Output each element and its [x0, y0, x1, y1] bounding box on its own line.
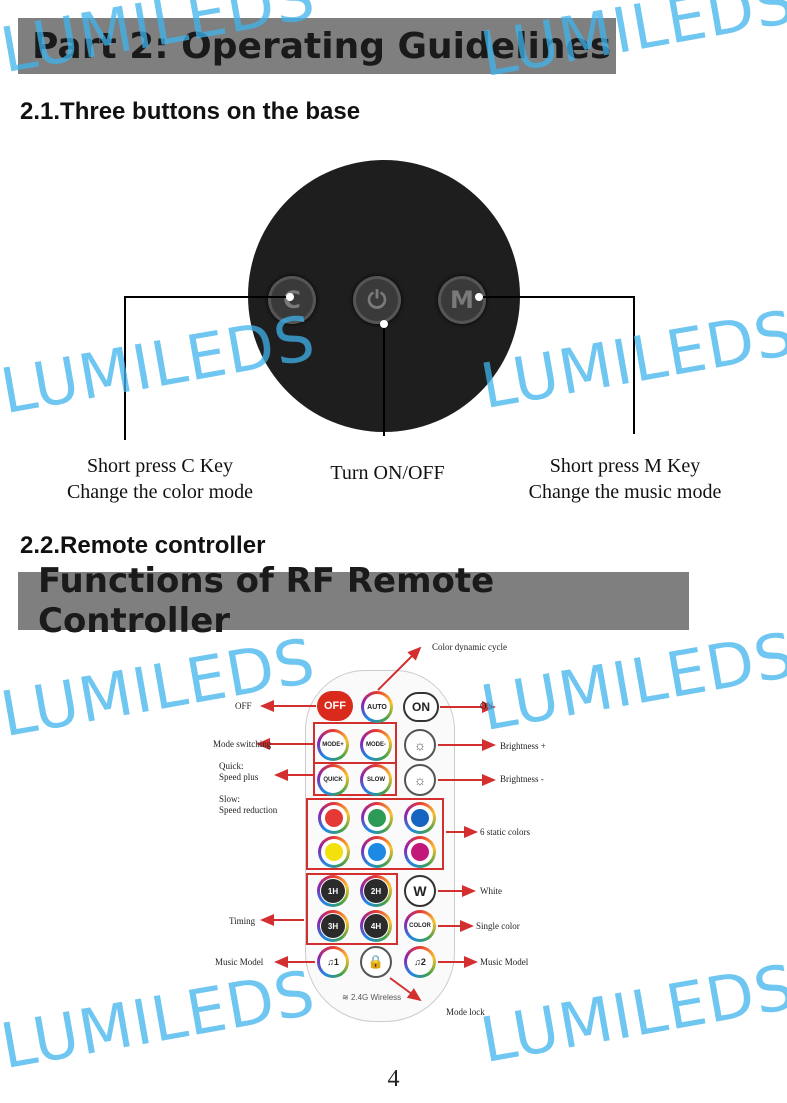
callout-line-m-vertical — [633, 296, 635, 434]
blue-swatch — [411, 809, 429, 827]
section-heading-buttons: 2.1.Three buttons on the base — [20, 98, 361, 125]
mode-minus-label: MODE- — [366, 742, 386, 748]
annotation-brightness-minus: Brightness - — [500, 774, 544, 784]
c-key-description: Short press C Key Change the color mode — [30, 453, 290, 505]
sun-down-icon: ☼ — [413, 772, 427, 788]
annotation-off: OFF — [235, 701, 252, 711]
static-color-green-button[interactable] — [361, 802, 393, 834]
wireless-label: ≋ 2.4G Wireless — [342, 992, 401, 1003]
c-key-line1: Short press C Key — [86, 455, 234, 477]
timer-1h-label: 1H — [321, 879, 345, 903]
lock-icon: 🔒 — [367, 954, 385, 969]
static-color-yellow-button[interactable] — [318, 836, 350, 868]
annotation-timing: Timing — [229, 916, 256, 926]
annotation-music-left: Music Model — [215, 957, 264, 967]
wireless-text: 2.4G Wireless — [350, 993, 402, 1002]
mode-plus-label: MODE+ — [322, 742, 344, 748]
brightness-minus-button[interactable]: ☼ — [404, 764, 436, 796]
mode-lock-button[interactable]: 🔒 — [360, 946, 392, 978]
music-1-label: ♫1 — [327, 957, 339, 967]
m-key-line1: Short press M Key — [549, 455, 701, 477]
annotation-slow: Slow: Speed reduction — [219, 794, 277, 816]
color-label: COLOR — [409, 923, 431, 929]
static-color-magenta-button[interactable] — [404, 836, 436, 868]
off-button[interactable]: OFF — [317, 691, 353, 721]
timer-3h-label: 3H — [321, 914, 345, 938]
white-button[interactable]: W — [404, 875, 436, 907]
timer-1h-button[interactable]: 1H — [317, 875, 349, 907]
arrow-mode-lock — [389, 977, 422, 1002]
annotation-brightness-plus: Brightness + — [500, 741, 546, 751]
power-button[interactable]: ⏻ — [353, 276, 401, 324]
section-heading-remote: 2.2.Remote controller — [20, 532, 266, 559]
static-color-red-button[interactable] — [318, 802, 350, 834]
brightness-plus-button[interactable]: ☼ — [404, 729, 436, 761]
quick-line1: Quick: — [219, 761, 244, 771]
callout-line-c-vertical — [124, 296, 126, 440]
slow-button[interactable]: SLOW — [360, 764, 392, 796]
page-number: 4 — [387, 1066, 400, 1092]
callout-line-c — [124, 296, 290, 298]
slow-line1: Slow: — [219, 794, 241, 804]
single-color-button[interactable]: COLOR — [404, 910, 436, 942]
auto-button[interactable]: AUTO — [361, 691, 393, 723]
annotation-white: White — [480, 886, 502, 896]
c-key-line2: Change the color mode — [66, 481, 254, 503]
timer-4h-button[interactable]: 4H — [360, 910, 392, 942]
quick-button[interactable]: QUICK — [317, 764, 349, 796]
timer-3h-button[interactable]: 3H — [317, 910, 349, 942]
part-banner: Part 2: Operating Guidelines — [18, 18, 616, 74]
timing-group-box — [306, 873, 398, 945]
green-swatch — [368, 809, 386, 827]
arrow-color-cycle — [377, 646, 422, 691]
mode-minus-button[interactable]: MODE- — [360, 729, 392, 761]
callout-line-m — [478, 296, 635, 298]
music-model-1-button[interactable]: ♫1 — [317, 946, 349, 978]
music-2-label: ♫2 — [414, 957, 426, 967]
magenta-swatch — [411, 843, 429, 861]
annotation-mode-switching: Mode switching — [213, 739, 272, 749]
timer-2h-button[interactable]: 2H — [360, 875, 392, 907]
annotation-static-colors: 6 static colors — [480, 827, 530, 837]
quick-label: QUICK — [323, 777, 343, 783]
lightblue-swatch — [368, 843, 386, 861]
annotation-quick: Quick: Speed plus — [219, 761, 258, 783]
callout-dot-m — [475, 293, 483, 301]
sun-up-icon: ☼ — [413, 737, 427, 753]
music-model-2-button[interactable]: ♫2 — [404, 946, 436, 978]
annotation-single-color: Single color — [476, 921, 520, 931]
mode-plus-button[interactable]: MODE+ — [317, 729, 349, 761]
m-key-description: Short press M Key Change the music mode — [490, 453, 760, 505]
slow-label: SLOW — [367, 777, 385, 783]
callout-dot-c — [286, 293, 294, 301]
static-colors-box — [306, 798, 444, 870]
wifi-icon: ≋ — [342, 993, 351, 1002]
annotation-on: ON — [480, 701, 493, 711]
annotation-music-right: Music Model — [480, 957, 529, 967]
speed-group-box — [313, 762, 397, 796]
callout-dot-power — [380, 320, 388, 328]
on-button[interactable]: ON — [403, 692, 439, 722]
callout-line-power — [383, 324, 385, 436]
static-color-blue-button[interactable] — [404, 802, 436, 834]
annotation-mode-lock: Mode lock — [446, 1007, 485, 1017]
quick-line2: Speed plus — [219, 772, 259, 782]
static-color-lightblue-button[interactable] — [361, 836, 393, 868]
slow-line2: Speed reduction — [219, 805, 278, 815]
yellow-swatch — [325, 843, 343, 861]
m-key-line2: Change the music mode — [528, 481, 722, 503]
timer-4h-label: 4H — [364, 914, 388, 938]
power-description: Turn ON/OFF — [330, 462, 445, 484]
timer-2h-label: 2H — [364, 879, 388, 903]
annotation-color-cycle: Color dynamic cycle — [432, 642, 507, 652]
red-swatch — [325, 809, 343, 827]
auto-button-label: AUTO — [367, 703, 387, 711]
